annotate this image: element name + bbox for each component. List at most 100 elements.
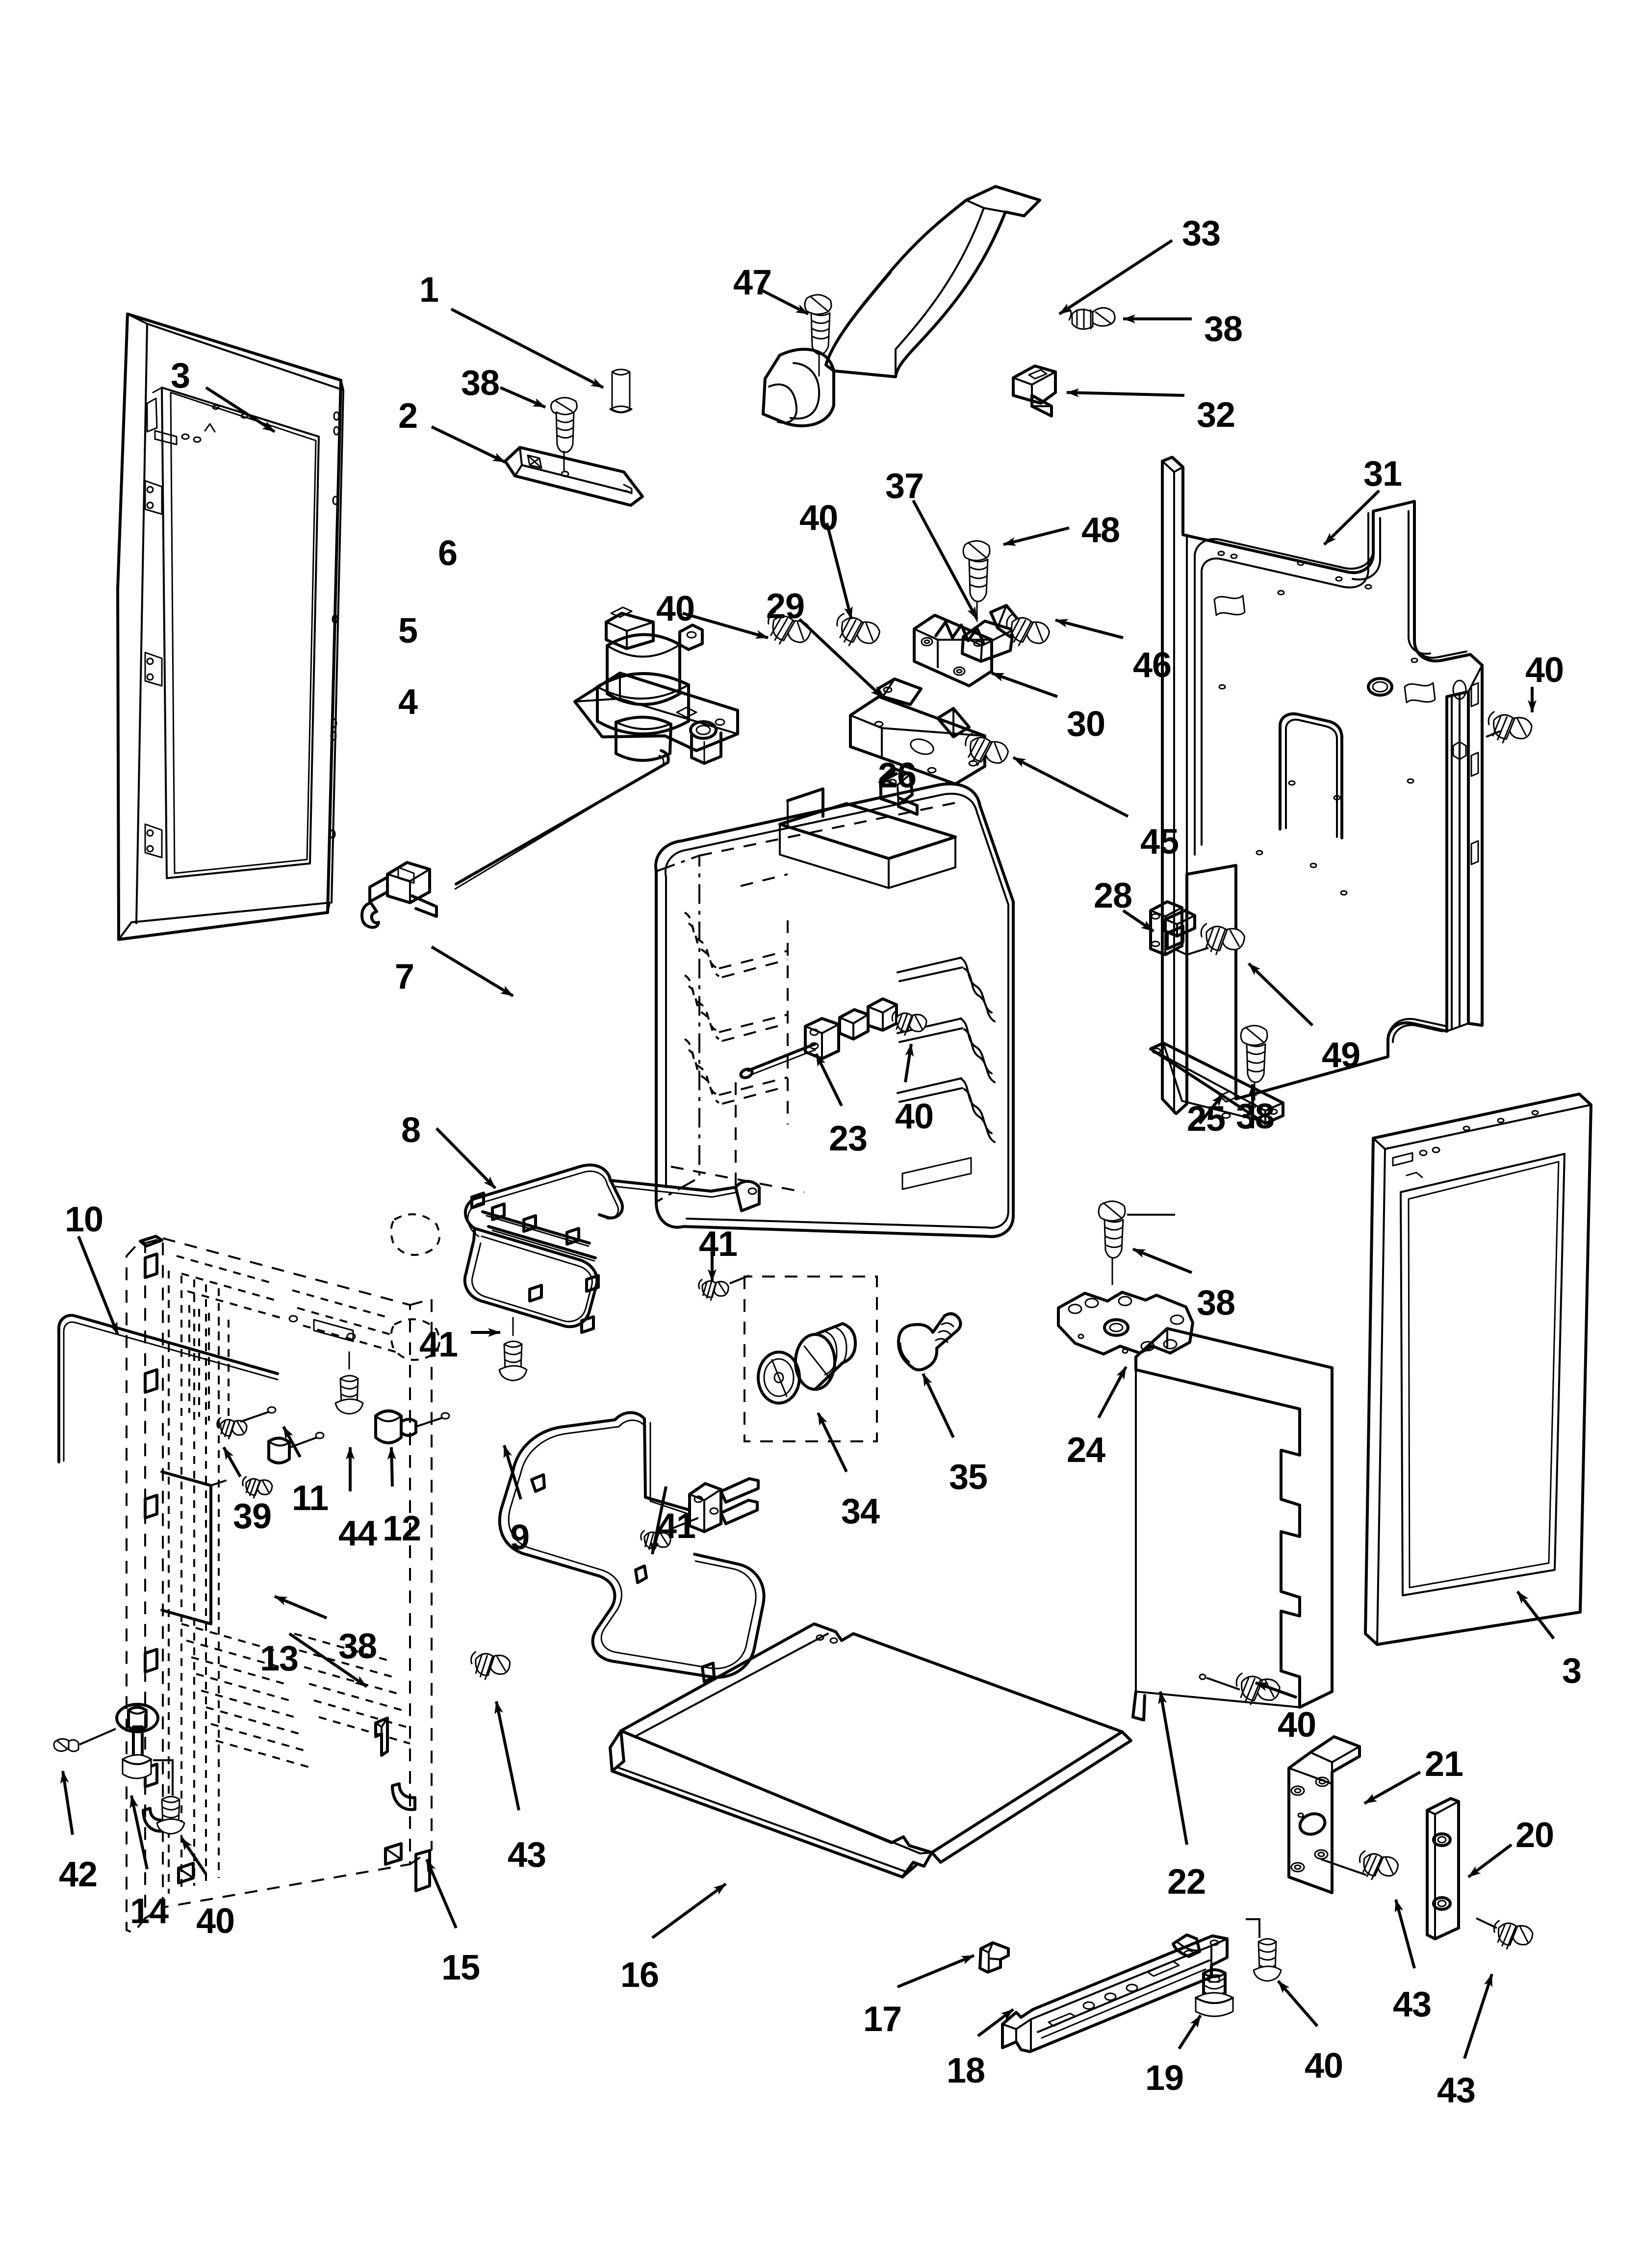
part-30-terminal-block: [913, 614, 993, 687]
callout-3-right[interactable]: 3: [1562, 1651, 1582, 1691]
callout-20[interactable]: 20: [1515, 1816, 1554, 1855]
callout-37[interactable]: 37: [885, 467, 924, 506]
callout-38-top-left[interactable]: 38: [461, 364, 500, 403]
part-4-wire-retainer-clip: [360, 861, 438, 929]
part-38-screw-vent: [1068, 307, 1116, 330]
callout-1[interactable]: 1: [419, 270, 439, 310]
callout-26[interactable]: 26: [878, 756, 917, 795]
callout-19[interactable]: 19: [1145, 2059, 1184, 2098]
callout-18[interactable]: 18: [947, 2051, 985, 2090]
part-41-screw-left: [498, 1317, 528, 1382]
callout-23[interactable]: 23: [829, 1119, 868, 1158]
callout-45[interactable]: 45: [1140, 822, 1179, 861]
callout-31[interactable]: 31: [1363, 454, 1402, 494]
part-43-screw-left: [470, 1651, 511, 1680]
callout-41-left[interactable]: 41: [419, 1325, 458, 1364]
part-48-screw: [962, 540, 991, 622]
callout-34[interactable]: 34: [841, 1492, 880, 1531]
callout-11[interactable]: 11: [292, 1479, 329, 1518]
part-29-terminal-block-bracket: [849, 678, 986, 785]
part-42-lock-nut: [53, 1728, 116, 1752]
callout-35[interactable]: 35: [949, 1458, 988, 1497]
callout-3-left[interactable]: 3: [171, 356, 190, 395]
part-9-bake-element: [498, 1411, 766, 1683]
callout-29[interactable]: 29: [766, 587, 805, 626]
callout-10[interactable]: 10: [65, 1200, 103, 1239]
callout-40-rear[interactable]: 40: [1525, 651, 1564, 690]
callout-5[interactable]: 5: [398, 611, 418, 651]
callout-40-leg[interactable]: 40: [196, 1902, 235, 1941]
callout-15[interactable]: 15: [441, 1948, 480, 1987]
callout-42[interactable]: 42: [59, 1855, 98, 1894]
callout-2[interactable]: 2: [398, 396, 418, 436]
callout-49[interactable]: 49: [1322, 1036, 1360, 1075]
callout-21[interactable]: 21: [1425, 1745, 1463, 1784]
part-6-cooling-blower-motor: [573, 606, 739, 765]
callout-14[interactable]: 14: [130, 1892, 169, 1931]
part-3-left-side-frame: [116, 313, 344, 941]
part-40-screw-terminal: [836, 613, 881, 647]
callout-17[interactable]: 17: [863, 2000, 902, 2039]
callout-33[interactable]: 33: [1182, 214, 1221, 253]
oven-cavity-body: [654, 782, 1015, 1238]
callout-47[interactable]: 47: [733, 263, 772, 302]
part-41-screw-upper: [698, 1275, 750, 1301]
callout-32[interactable]: 32: [1197, 395, 1235, 435]
callout-38-plate[interactable]: 38: [1197, 1283, 1235, 1323]
part-32-vent-clip: [1012, 365, 1057, 417]
callout-40-blower[interactable]: 40: [656, 589, 695, 628]
callout-43-left[interactable]: 43: [508, 1835, 546, 1875]
callout-46[interactable]: 46: [1133, 646, 1172, 685]
part-28-latch-bracket: [1149, 900, 1209, 956]
callout-40-cavity[interactable]: 40: [895, 1097, 934, 1136]
callout-39[interactable]: 39: [233, 1497, 272, 1536]
callout-28[interactable]: 28: [1094, 876, 1132, 915]
part-45-screw: [965, 732, 1009, 766]
callout-41-lower[interactable]: 41: [657, 1507, 696, 1546]
callout-9[interactable]: 9: [510, 1518, 530, 1557]
part-1-rack-stop-pin: [609, 368, 633, 414]
part-20-strike-plate: [1426, 1797, 1460, 1940]
part-38-screw-gusset: [1240, 1025, 1268, 1101]
callout-40-panel22[interactable]: 40: [1278, 1705, 1316, 1745]
callout-44[interactable]: 44: [338, 1514, 377, 1553]
callout-7[interactable]: 7: [395, 957, 414, 996]
callout-leader-lines: [60, 239, 1555, 2059]
callout-6[interactable]: 6: [438, 534, 458, 573]
callout-43-strike[interactable]: 43: [1437, 2071, 1476, 2110]
part-21-hinge-bracket: [1287, 1735, 1367, 1894]
part-8-broil-element: [463, 1163, 761, 1334]
callout-8[interactable]: 8: [401, 1111, 421, 1150]
callout-30[interactable]: 30: [1067, 704, 1105, 744]
part-33-oven-vent-duct: [762, 185, 1041, 427]
part-19-leveling-leg-foot: [1195, 1968, 1234, 2017]
part-40-screw-leg: [156, 1796, 185, 1835]
part-39-screw: [216, 1406, 277, 1440]
callout-24[interactable]: 24: [1067, 1431, 1105, 1470]
part-40-screw-rear-panel: [1486, 711, 1533, 744]
callout-41-upper[interactable]: 41: [699, 1225, 738, 1264]
callout-4[interactable]: 4: [398, 682, 418, 722]
callout-38-panel[interactable]: 38: [338, 1627, 377, 1666]
part-25-corner-brace-gusset: [1149, 1042, 1284, 1125]
part-46-screw: [1006, 613, 1051, 647]
callout-48[interactable]: 48: [1081, 511, 1120, 550]
callout-43-hinge[interactable]: 43: [1393, 1985, 1432, 2024]
callout-38-gusset[interactable]: 38: [1236, 1097, 1275, 1136]
callout-12[interactable]: 12: [383, 1509, 421, 1548]
part-12-grommet: [374, 1409, 450, 1444]
callout-40-drawer[interactable]: 40: [1305, 2046, 1343, 2086]
part-22-right-inner-panel: [1131, 1327, 1334, 1721]
callout-25[interactable]: 25: [1187, 1099, 1226, 1139]
callout-40-terminal[interactable]: 40: [799, 498, 838, 538]
part-43-screw-hinge: [1359, 1850, 1399, 1880]
callout-13[interactable]: 13: [260, 1639, 299, 1678]
part-15-left-side-panel: [126, 1213, 440, 1934]
callout-38-vent[interactable]: 38: [1204, 310, 1243, 349]
callout-22[interactable]: 22: [1167, 1862, 1206, 1902]
callout-16[interactable]: 16: [620, 1955, 659, 1995]
part-40-screw-cavity: [891, 1010, 927, 1036]
part-17-clip-fastener: [978, 1941, 1010, 1974]
part-11-spacer-bushing: [267, 1432, 325, 1464]
